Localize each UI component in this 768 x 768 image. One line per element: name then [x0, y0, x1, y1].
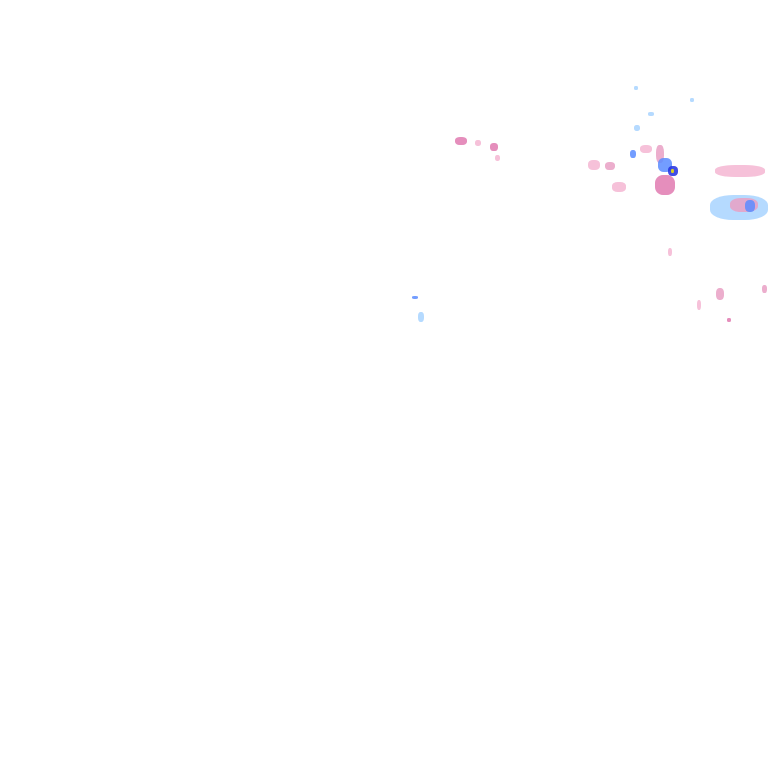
precipitation-cell [605, 162, 615, 170]
precipitation-cell [671, 169, 674, 173]
precipitation-cell [762, 285, 767, 293]
precipitation-cell [475, 140, 481, 146]
precipitation-cell [697, 300, 701, 310]
precipitation-cell [630, 150, 636, 158]
precipitation-cell [690, 98, 694, 102]
precipitation-cell [668, 248, 672, 256]
precipitation-cell [634, 125, 640, 131]
precipitation-cell [716, 288, 724, 300]
precipitation-cell [634, 86, 638, 90]
precipitation-cell [418, 312, 424, 322]
precipitation-cell [640, 145, 652, 153]
precipitation-cell [648, 112, 654, 116]
precipitation-cell [745, 200, 755, 212]
precipitation-cell [490, 143, 498, 151]
precipitation-cell [727, 318, 731, 322]
precipitation-cell [612, 182, 626, 192]
precipitation-cell [455, 137, 467, 145]
precipitation-cell [656, 145, 664, 163]
precipitation-cell [495, 155, 500, 161]
precipitation-cell [412, 296, 418, 299]
precipitation-cell [588, 160, 600, 170]
precipitation-cell [715, 165, 765, 177]
precipitation-cell [655, 175, 675, 195]
